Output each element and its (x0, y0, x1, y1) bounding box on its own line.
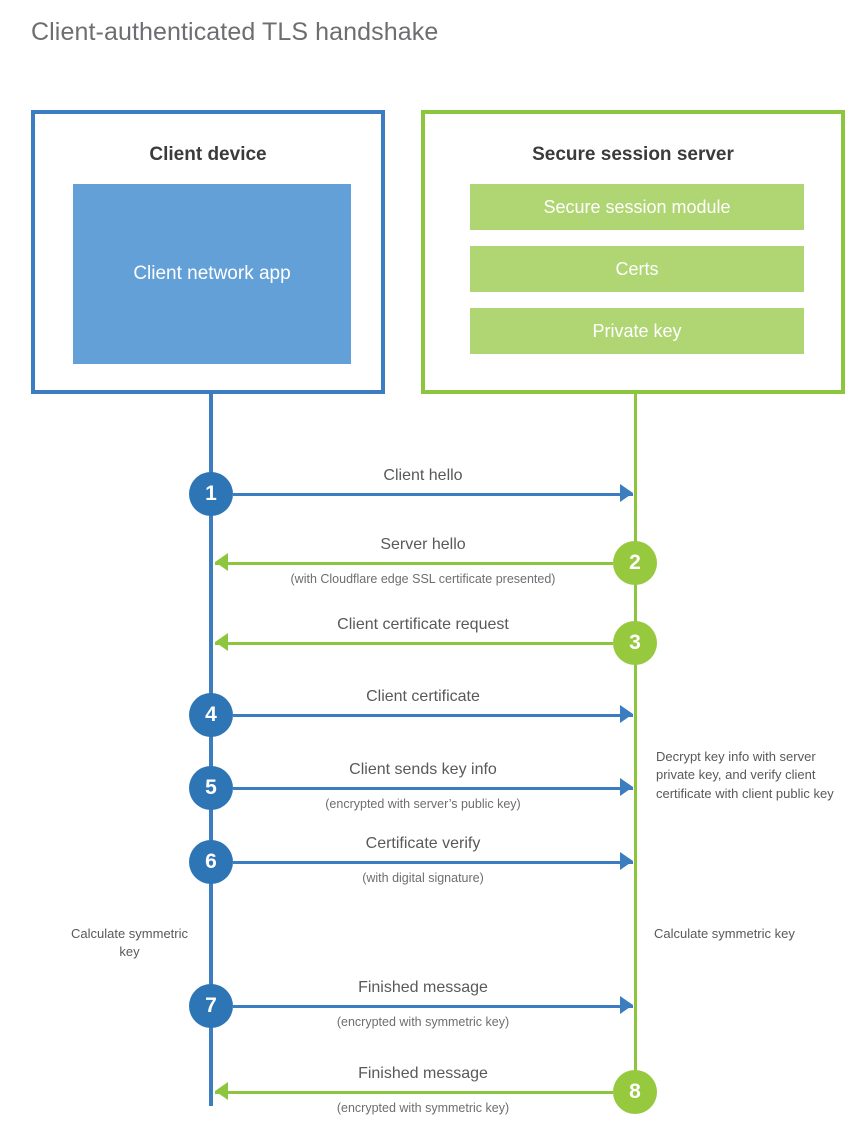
message-label-4: Client certificate (366, 688, 480, 705)
message-sublabel-2: (with Cloudflare edge SSL certificate pr… (290, 572, 556, 586)
arrowhead-4 (620, 705, 633, 723)
step-circle-4[interactable]: 4 (189, 693, 233, 737)
message-sublabel-8: (encrypted with symmetric key) (336, 1101, 510, 1115)
message-arrow-4 (233, 714, 633, 717)
secure-session-server-box: Secure session server Secure session mod… (421, 110, 845, 394)
message-label-8: Finished message (358, 1065, 488, 1082)
message-arrow-6 (233, 861, 633, 864)
message-sublabel-6: (with digital signature) (362, 871, 484, 885)
message-label-1: Client hello (383, 467, 463, 484)
message-label-5: Client sends key info (349, 761, 497, 778)
message-sublabel-7: (encrypted with symmetric key) (336, 1015, 510, 1029)
client-device-box: Client device Client network app (31, 110, 385, 394)
page-title: Client-authenticated TLS handshake (31, 18, 439, 46)
step-circle-2[interactable]: 2 (613, 541, 657, 585)
server-lifeline (634, 394, 637, 1094)
message-arrow-1 (233, 493, 633, 496)
client-lifeline (209, 394, 213, 1106)
arrowhead-8 (215, 1082, 228, 1100)
client-calculate-symmetric-key-note: Calculate symmetric key (70, 926, 189, 960)
server-item-private-key: Private key (470, 308, 804, 354)
client-device-title: Client device (149, 144, 267, 165)
client-network-app-block: Client network app (73, 184, 351, 364)
server-item-secure-session-module: Secure session module (470, 184, 804, 230)
step-circle-7[interactable]: 7 (189, 984, 233, 1028)
step-circle-3[interactable]: 3 (613, 621, 657, 665)
message-label-2: Server hello (380, 536, 466, 553)
message-label-3: Client certificate request (337, 616, 509, 633)
arrowhead-5 (620, 778, 633, 796)
secure-session-server-title: Secure session server (532, 144, 734, 165)
message-arrow-3 (215, 642, 613, 645)
arrowhead-2 (215, 553, 228, 571)
arrowhead-1 (620, 484, 633, 502)
message-arrow-7 (233, 1005, 633, 1008)
message-arrow-5 (233, 787, 633, 790)
step-circle-8[interactable]: 8 (613, 1070, 657, 1114)
message-sublabel-5: (encrypted with server’s public key) (325, 797, 521, 811)
arrowhead-6 (620, 852, 633, 870)
arrowhead-3 (215, 633, 228, 651)
step-circle-1[interactable]: 1 (189, 472, 233, 516)
server-decrypt-note: Decrypt key info with server private key… (656, 749, 834, 801)
step-circle-6[interactable]: 6 (189, 840, 233, 884)
message-arrow-8 (215, 1091, 613, 1094)
message-label-6: Certificate verify (365, 835, 481, 852)
arrowhead-7 (620, 996, 633, 1014)
message-label-7: Finished message (358, 979, 488, 996)
step-circle-5[interactable]: 5 (189, 766, 233, 810)
message-arrow-2 (215, 562, 613, 565)
server-calculate-symmetric-key-note: Calculate symmetric key (654, 926, 795, 941)
server-item-certs: Certs (470, 246, 804, 292)
